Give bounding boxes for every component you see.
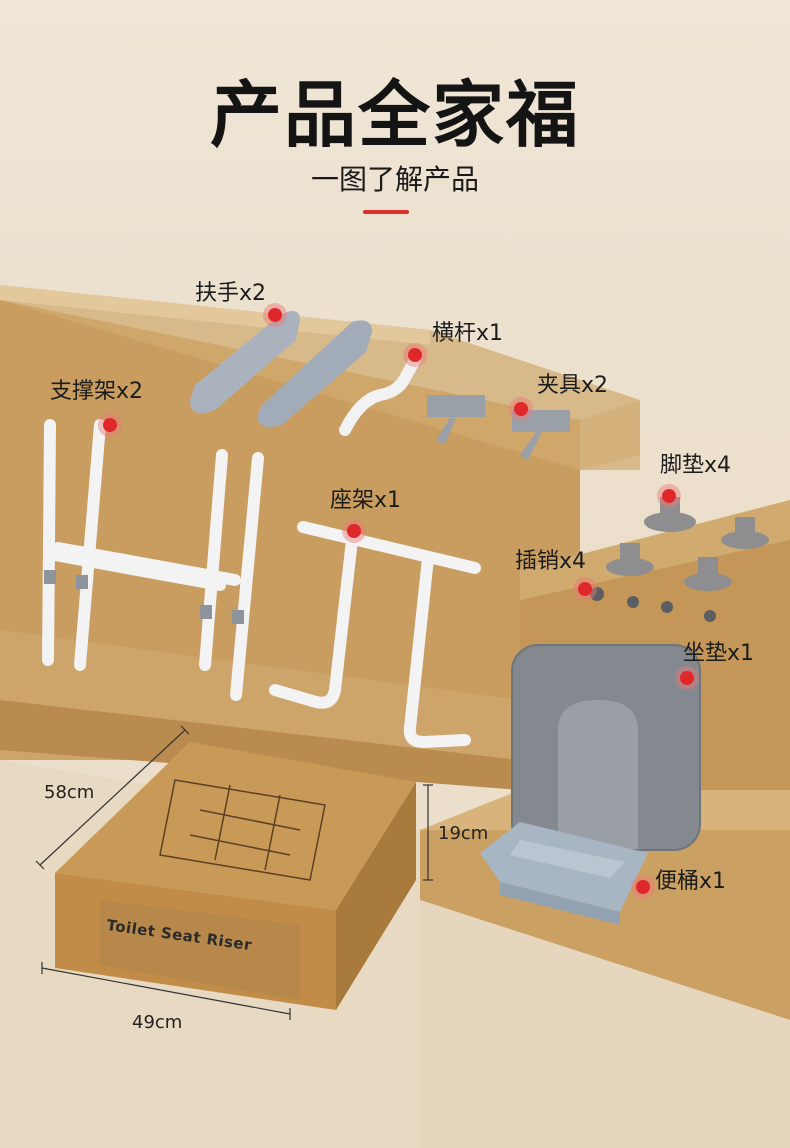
seat-cushion-illustration: [511, 644, 701, 851]
label-crossbar: 横杆x1: [432, 321, 504, 346]
crossbar-illustration: [339, 354, 421, 436]
label-bucket: 便桶x1: [655, 869, 727, 894]
label-pin: 插销x4: [515, 549, 587, 574]
box-height-label: 19cm: [438, 823, 489, 844]
marker-footpad: [662, 489, 676, 503]
dimension-lines: [35, 725, 433, 1020]
box-depth-label: 58cm: [44, 782, 95, 803]
label-footpad: 脚垫x4: [660, 453, 732, 478]
page-title: 产品全家福: [209, 73, 580, 157]
marker-armrest: [268, 308, 282, 322]
seat-frame-illustration: [269, 521, 481, 749]
marker-bucket: [636, 880, 650, 894]
label-seat-cushion: 坐垫x1: [683, 641, 755, 666]
box-width-label: 49cm: [132, 1012, 183, 1033]
packaging-box-illustration: [55, 742, 416, 1010]
support-frame-illustration: [42, 419, 264, 701]
marker-crossbar: [408, 348, 422, 362]
page-subtitle: 一图了解产品: [310, 163, 479, 196]
label-support-frame: 支撑架x2: [50, 379, 144, 404]
accent-divider: [363, 210, 409, 214]
marker-seat-frame: [347, 524, 361, 538]
label-clamp: 夹具x2: [537, 373, 609, 398]
bucket-illustration: [480, 822, 648, 925]
label-seat-frame: 座架x1: [330, 488, 402, 513]
marker-clamp: [514, 402, 528, 416]
marker-seat-cushion: [680, 671, 694, 685]
label-armrest: 扶手x2: [195, 281, 267, 306]
marker-pin: [578, 582, 592, 596]
pin-illustration: [590, 587, 716, 622]
clamp-illustration: [427, 395, 570, 460]
armrest-illustration: [190, 311, 372, 427]
footpad-illustration: [606, 497, 769, 591]
marker-support-frame: [103, 418, 117, 432]
